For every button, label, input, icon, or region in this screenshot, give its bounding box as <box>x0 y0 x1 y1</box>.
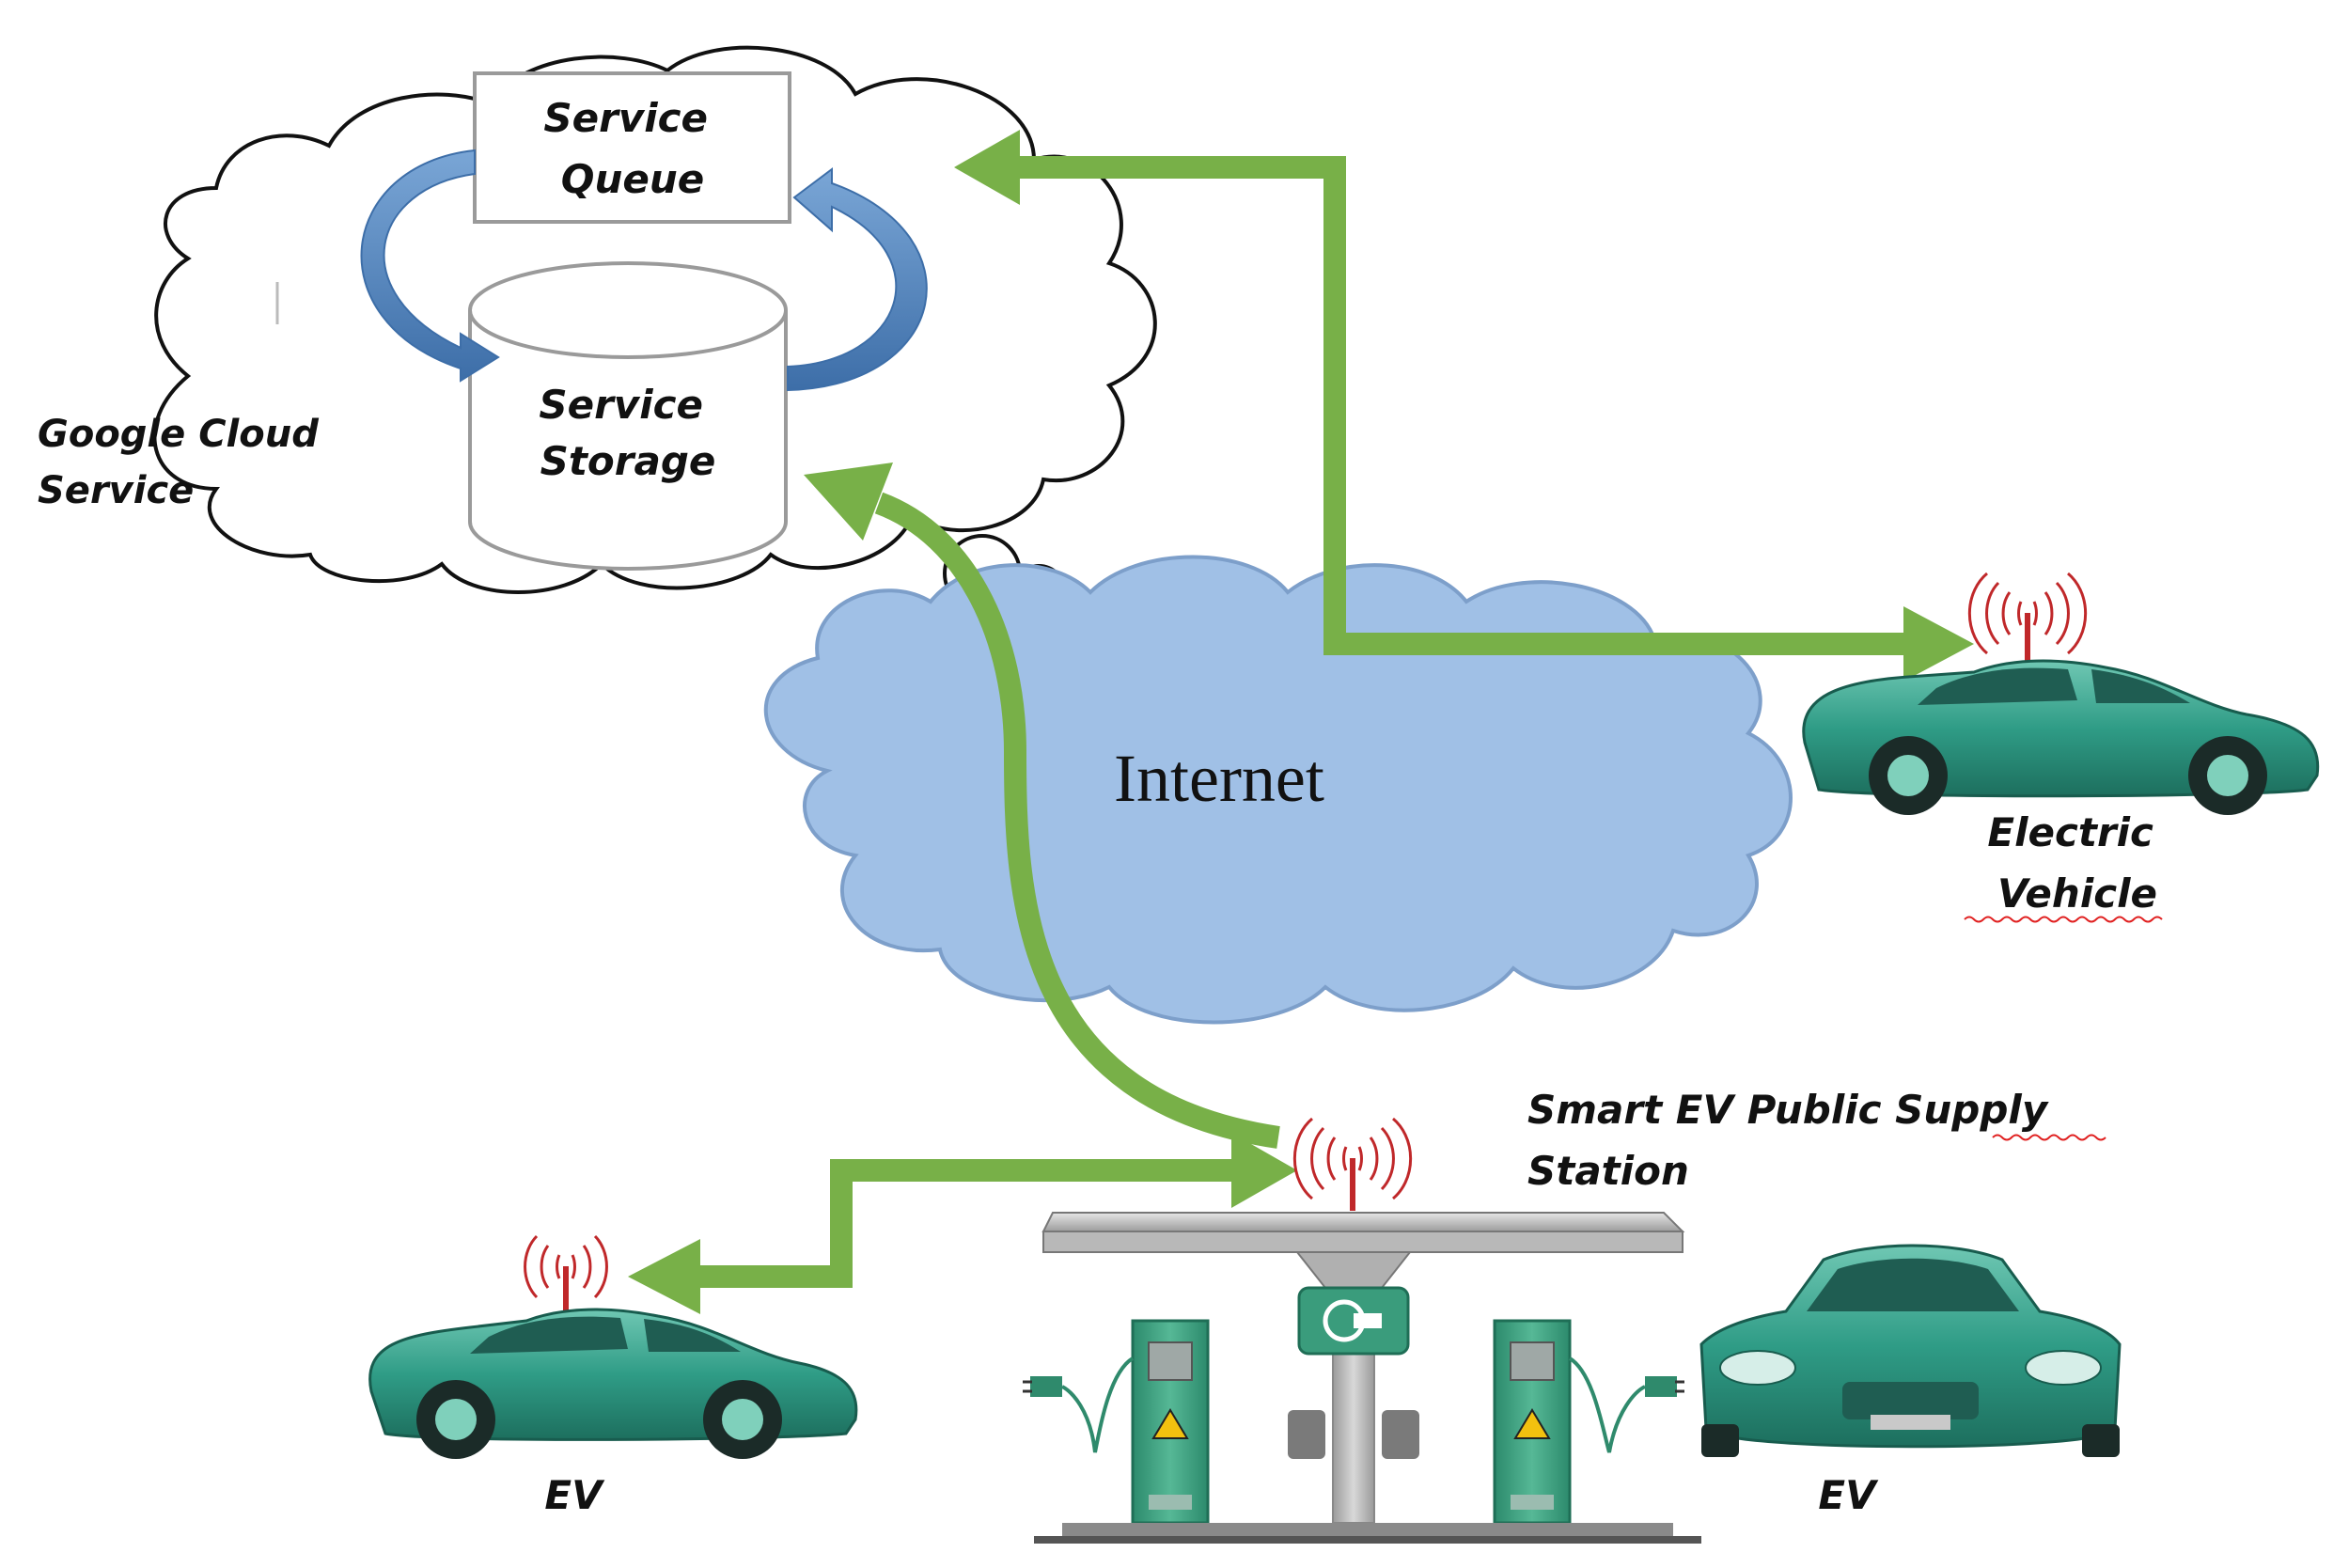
sync-arrow-left <box>360 149 500 383</box>
ev-left-label: EV <box>544 1472 605 1518</box>
plug-icon <box>1023 1356 1135 1453</box>
ev-right-label: EV <box>1818 1472 1879 1518</box>
service-queue-label: Service Queue <box>543 95 721 202</box>
charging-station-icon <box>1034 1212 1701 1544</box>
arrowhead-to-queue <box>954 130 1020 205</box>
antenna-signal-icon <box>1292 1117 1413 1211</box>
service-queue-box <box>473 71 791 224</box>
internet-label: Internet <box>1114 741 1324 816</box>
electric-car-icon <box>368 1308 858 1459</box>
electric-car-icon <box>1699 1244 2122 1457</box>
plug-icon <box>1568 1356 1684 1453</box>
electric-car-icon <box>1802 659 2320 815</box>
electric-vehicle-label: Electric Vehicle <box>1987 809 2167 917</box>
service-storage-label: Service Storage <box>539 382 716 484</box>
arrowhead-to-vehicle <box>1903 606 1974 682</box>
sync-arrow-right <box>787 167 928 392</box>
station-label: Smart EV Public Supply Station <box>1527 1087 2061 1194</box>
link-arrow-cloud-vehicle <box>1010 156 1908 655</box>
link-arrow-station-storage <box>804 463 1280 1149</box>
google-cloud-service-label: Google Cloud Service <box>38 413 332 512</box>
database-icon <box>468 261 788 571</box>
spellcheck-underline <box>1964 916 2163 923</box>
antenna-signal-icon <box>524 1234 608 1316</box>
link-arrow-ev-station <box>628 1133 1297 1314</box>
spellcheck-underline <box>1992 1134 2106 1141</box>
antenna-signal-icon <box>1967 572 2088 667</box>
